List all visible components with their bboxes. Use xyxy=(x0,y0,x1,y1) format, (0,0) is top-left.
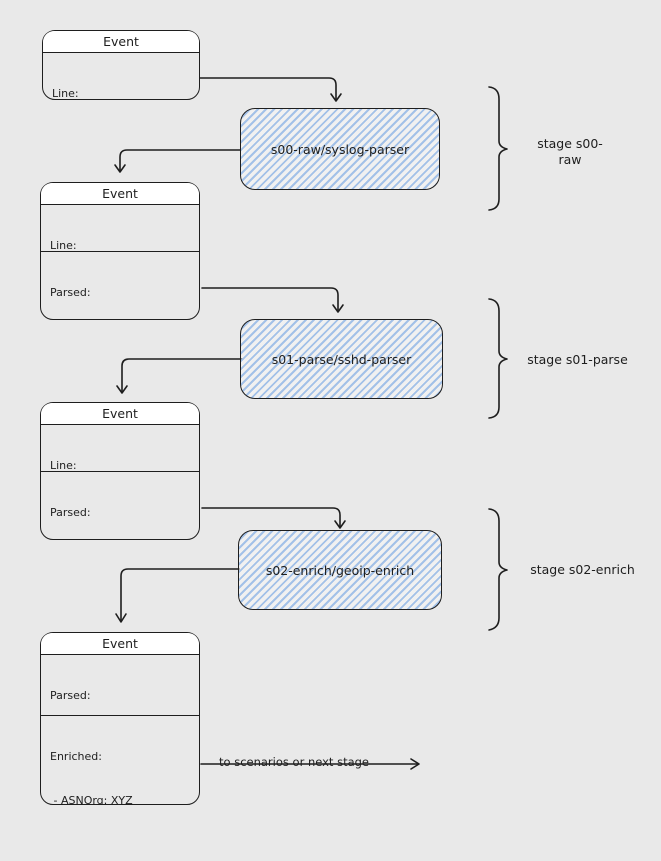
event-section-parsed: Parsed: - sshd_username: .. - source_ip:… xyxy=(41,471,199,539)
parser-node-syslog[interactable]: s00-raw/syslog-parser xyxy=(240,108,440,190)
parser-node-label: s02-enrich/geoip-enrich xyxy=(265,562,415,578)
event-node-raw[interactable]: Event Line: - Raw: <log line> xyxy=(42,30,200,100)
parser-node-label: s01-parse/sshd-parser xyxy=(271,351,412,367)
field-line: Line: xyxy=(50,239,77,251)
field-parsed: Parsed: xyxy=(50,689,91,703)
field-line: Line: xyxy=(52,87,79,99)
arrow-event1-to-parser1 xyxy=(199,77,342,102)
event-section-enriched: Enriched: - ASNOrg: XYZ - IsoCode: FR - … xyxy=(41,715,199,804)
arrow-parser3-to-event4 xyxy=(115,568,240,623)
parser-node-label: s00-raw/syslog-parser xyxy=(270,141,410,157)
field-asnorg: - ASNOrg: XYZ xyxy=(50,793,133,804)
field-enriched: Enriched: xyxy=(50,750,102,764)
stage-label-s00: stage s00-raw xyxy=(537,136,603,167)
arrow-parser2-to-event3 xyxy=(116,358,244,394)
arrow-event2-to-parser2 xyxy=(201,287,344,313)
event-node-title: Event xyxy=(41,633,199,655)
event-node-title: Event xyxy=(41,403,199,425)
event-node-parsed-user[interactable]: Event Line: - Raw: <log line> Parsed: - … xyxy=(40,402,200,540)
event-node-title: Event xyxy=(41,183,199,205)
event-section-line: Line: - Raw: <log line> xyxy=(41,205,199,251)
arrow-parser1-to-event2 xyxy=(114,149,242,173)
stage-brace-s02 xyxy=(488,508,508,631)
event-node-title: Event xyxy=(43,31,199,53)
field-parsed: Parsed: xyxy=(50,506,91,520)
stage-brace-s01 xyxy=(488,298,508,419)
field-parsed: Parsed: xyxy=(50,286,91,300)
event-section-line: Line: - Raw: <log line> xyxy=(43,53,199,99)
event-section-parsed: Parsed: - sshd_username: .. - source_ip:… xyxy=(41,655,199,715)
event-section-parsed: Parsed: - Type: ssh - Timestamp: .. .. xyxy=(41,251,199,319)
stage-label-s01: stage s01-parse xyxy=(527,352,628,367)
parser-node-geoip[interactable]: s02-enrich/geoip-enrich xyxy=(238,530,442,610)
stage-label-s02: stage s02-enrich xyxy=(530,562,635,577)
event-section-line: Line: - Raw: <log line> xyxy=(41,425,199,471)
event-node-parsed-ssh[interactable]: Event Line: - Raw: <log line> Parsed: - … xyxy=(40,182,200,320)
stage-brace-s00 xyxy=(488,86,508,211)
arrow-event4-to-next-stage xyxy=(200,758,420,770)
field-line: Line: xyxy=(50,459,77,471)
edge-label-next-stage: to scenarios or next stage xyxy=(219,755,370,769)
arrow-event3-to-parser3 xyxy=(201,507,346,529)
parser-node-sshd[interactable]: s01-parse/sshd-parser xyxy=(240,319,443,399)
event-node-enriched[interactable]: Event Parsed: - sshd_username: .. - sour… xyxy=(40,632,200,805)
